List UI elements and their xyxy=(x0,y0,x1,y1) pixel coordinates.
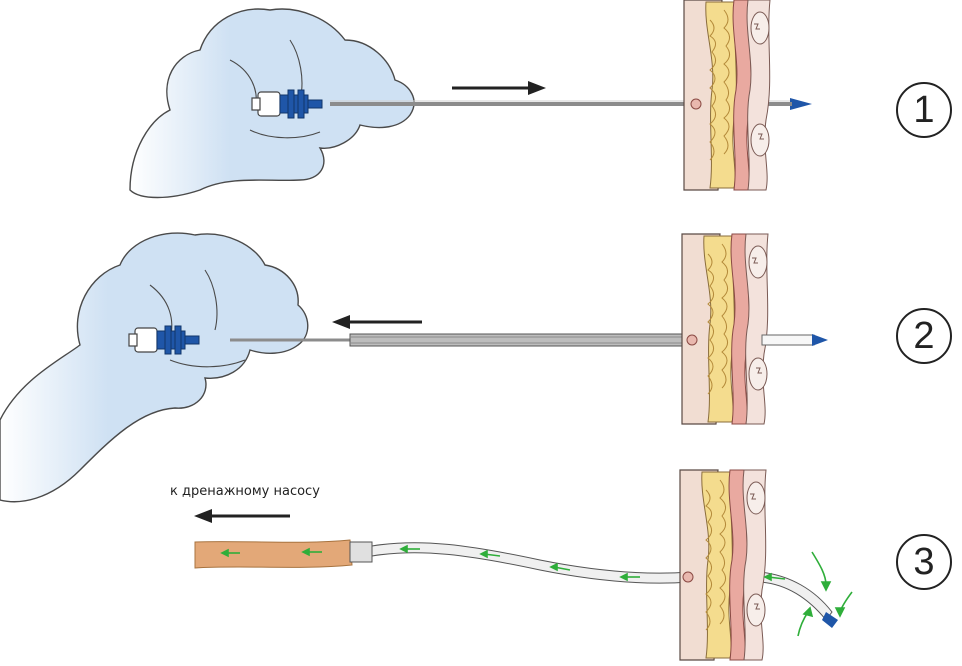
tissue-layers-1 xyxy=(683,0,771,191)
step-number-2: 2 xyxy=(896,308,952,364)
step-1 xyxy=(129,0,812,199)
step-number-1: 1 xyxy=(896,82,952,138)
gloved-hand-2 xyxy=(0,232,309,503)
needle-tip-1 xyxy=(790,98,812,110)
catheter-tip-2 xyxy=(812,334,828,346)
direction-arrow-left xyxy=(332,315,422,329)
step-3 xyxy=(194,469,853,661)
step-2 xyxy=(0,232,828,503)
pump-caption: к дренажному насосу xyxy=(170,484,320,499)
tube-connector xyxy=(349,541,373,563)
tissue-layers-3 xyxy=(679,469,767,661)
drain-tube xyxy=(194,539,353,569)
catheter-sheath-2 xyxy=(349,333,691,347)
catheter-tip-3 xyxy=(822,612,838,628)
step-number-3: 3 xyxy=(896,534,952,590)
pump-arrow-left xyxy=(194,509,290,523)
tissue-layers-2 xyxy=(681,233,769,425)
direction-arrow-right xyxy=(452,81,546,95)
flow-arrows xyxy=(220,544,853,637)
